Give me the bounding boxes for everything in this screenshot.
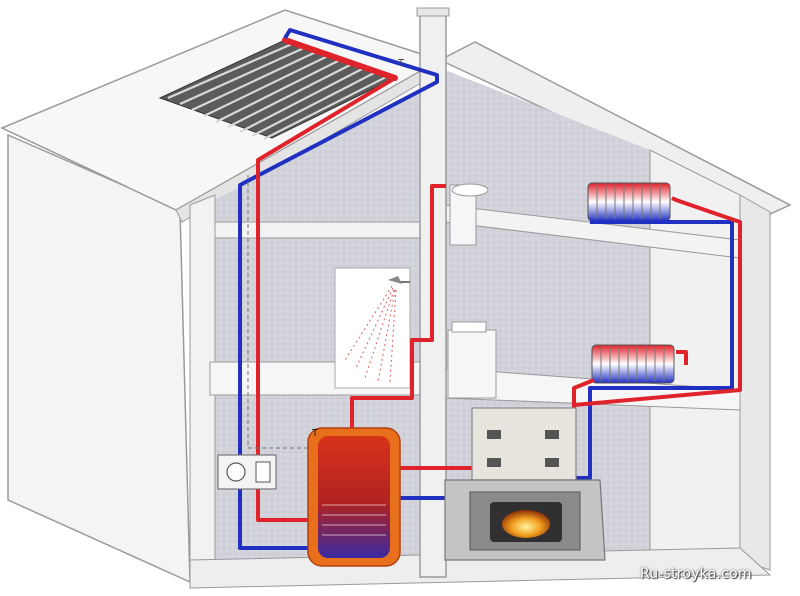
right-outer-wall — [739, 194, 771, 571]
radiator-upper — [587, 182, 671, 222]
solar-collector — [158, 37, 398, 140]
watermark: Ru-stroyka.com — [640, 566, 752, 582]
attic-floor — [214, 221, 421, 239]
toilet — [449, 183, 489, 246]
tank-sensor-mark: T — [311, 428, 319, 439]
hot-water-tank: T — [307, 427, 401, 567]
sink — [447, 321, 497, 399]
fireplace-stove — [444, 407, 606, 561]
shower — [334, 267, 411, 389]
sensor-line — [247, 175, 316, 449]
sensor-mark: T — [397, 58, 405, 69]
pump-unit — [217, 454, 277, 490]
radiator-lower — [591, 344, 675, 384]
